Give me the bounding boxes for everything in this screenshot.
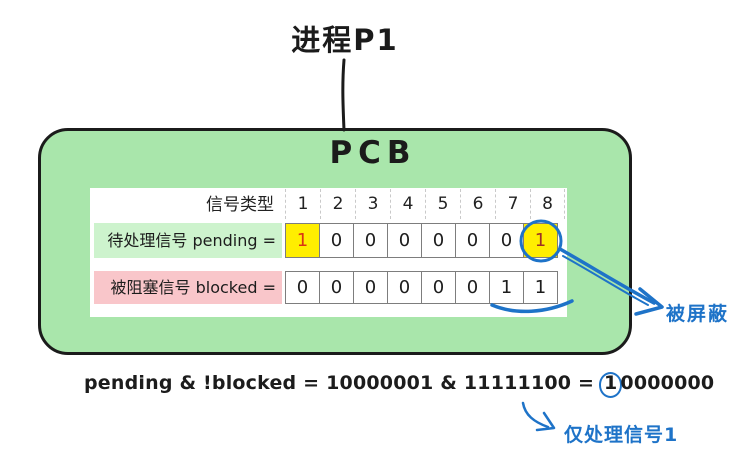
- signal-column-headers: 1 2 3 4 5 6 7 8: [285, 189, 565, 219]
- blocked-bit-cell: 0: [455, 271, 490, 304]
- blocked-bit-cell: 0: [319, 271, 354, 304]
- signal-column-header: 3: [355, 189, 390, 219]
- only-signal-arrowhead-icon: [535, 411, 556, 432]
- blocked-bit-row: 0 0 0 0 0 0 1 1: [285, 271, 558, 304]
- pending-bit-cell: 1: [285, 223, 320, 258]
- masked-arrowhead-icon: [634, 287, 664, 316]
- blocked-bit-cell: 1: [523, 271, 558, 304]
- signal-type-label: 信号类型: [206, 195, 274, 215]
- blocked-bit-cell: 0: [421, 271, 456, 304]
- blocked-bit-cell: 0: [285, 271, 320, 304]
- signal-column-header: 2: [320, 189, 355, 219]
- pending-bit-cell: 0: [421, 223, 456, 258]
- masked-label: 被屏蔽: [666, 303, 730, 325]
- signal-column-header: 5: [425, 189, 460, 219]
- only-signal-label: 仅处理信号1: [564, 424, 679, 446]
- formula-text: pending & !blocked = 10000001 & 11111100…: [84, 372, 715, 398]
- only-signal-arrow-line: [521, 401, 550, 429]
- signal-column-header: 1: [285, 189, 320, 219]
- pending-row-label: 待处理信号 pending =: [94, 223, 282, 258]
- signal-column-header: 6: [460, 189, 495, 219]
- pending-bit-cell: 0: [319, 223, 354, 258]
- pcb-title: PCB: [329, 135, 417, 171]
- pending-bit-cell: 0: [353, 223, 388, 258]
- formula-circled-bit: 1: [598, 372, 623, 398]
- blocked-bit-cell: 0: [353, 271, 388, 304]
- formula-result-tail: 0000000: [620, 372, 715, 394]
- formula-before: pending & !blocked = 10000001 & 11111100…: [84, 372, 601, 394]
- pending-bit-cell: 0: [387, 223, 422, 258]
- blocked-bit-cell: 0: [387, 271, 422, 304]
- signal-column-header: 8: [530, 189, 565, 219]
- blocked-bit-cell: 1: [489, 271, 524, 304]
- signal-column-header: 7: [495, 189, 530, 219]
- pending-bit-row: 1 0 0 0 0 0 0 1: [285, 219, 562, 262]
- pending-bit-highlight-circle: [519, 219, 562, 262]
- pending-bit-cell: 1: [519, 219, 562, 262]
- blocked-row-label: 被阻塞信号 blocked =: [94, 271, 282, 304]
- process-title: 进程P1: [291, 23, 399, 57]
- pending-bit-cell: 0: [455, 223, 490, 258]
- title-connector-line: [341, 58, 346, 132]
- signal-column-header: 4: [390, 189, 425, 219]
- pending-bit-cell: 0: [489, 223, 524, 258]
